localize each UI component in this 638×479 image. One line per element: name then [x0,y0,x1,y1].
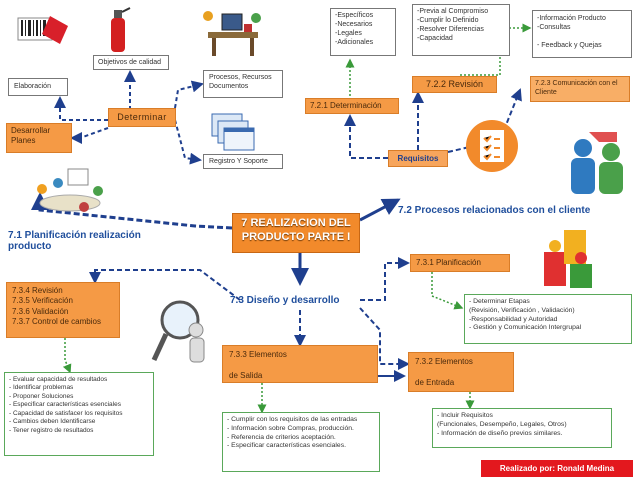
objetivos-label: Objetivos de calidad [98,59,162,66]
revision-722-label: 7.2.2 Revisión [425,79,484,89]
salida-items: - Cumplir con los requisitos de las entr… [227,416,358,450]
revision-items-box: -Previa al Compromiso -Cumplir lo Defini… [412,4,510,56]
comunicacion-items-box: -Información Producto -Consultas - Feedb… [532,10,632,58]
elaboracion-box: Elaboración [8,78,68,96]
magnifier-person-icon [151,300,205,363]
revision-control-box: 7.3.4 Revisión 7.3.5 Verificación 7.3.6 … [6,282,120,338]
registro-soporte-label: Registro Y Soporte [209,158,268,165]
green-link-revision-evaluar [62,338,72,374]
comunicacion-723-box: 7.2.3 Comunicación con el Cliente [530,76,630,102]
determinar-box: Determinar [108,108,176,127]
comunicacion-items: -Información Producto -Consultas - Feedb… [537,15,606,50]
desarrollar-planes-box: Desarrollar Planes [6,123,72,153]
heading-diseno: 7.3 Diseño y desarrollo [230,295,340,306]
revision-items: -Previa al Compromiso -Cumplir lo Defini… [417,8,489,43]
connector-determinar-to-registro [174,119,202,165]
evaluar-items-box: - Evaluar capacidad de resultados - Iden… [4,372,154,456]
determinar-label: Determinar [117,112,167,122]
entrada-items-box: - Incluir Requisitos (Funcionales, Desem… [432,408,612,448]
fire-extinguisher-icon [111,7,131,52]
heading-planificacion: 7.1 Planificación realización producto [8,230,141,252]
entrada-items: - Incluir Requisitos (Funcionales, Desem… [437,412,567,437]
procesos-recursos-box: Procesos, Recursos Documentos [203,70,283,98]
green-link-planif-etapas [431,272,464,310]
procesos-recursos-label: Procesos, Recursos Documentos [209,74,272,91]
salida-733-box: 7.3.3 Elementos de Salida [222,345,378,383]
office-desk-icon [203,11,261,56]
center-title: 7 REALIZACION DEL PRODUCTO PARTE I [232,213,360,253]
customers-talk-icon [571,132,623,194]
planificacion-731-box: 7.3.1 Planificación [410,254,510,272]
meeting-people-icon [37,168,103,212]
etapas-items-box: - Determinar Etapas (Revisión, Verificac… [464,294,632,344]
entrada-732-box: 7.3.2 Elementos de Entrada [408,352,514,392]
heading-procesos-cliente: 7.2 Procesos relacionados con el cliente [398,205,591,216]
comunicacion-723-label: 7.2.3 Comunicación con el Cliente [535,80,618,97]
determinacion-items: -Específicos -Necesarios -Legales -Adici… [335,12,374,47]
determinacion-items-box: -Específicos -Necesarios -Legales -Adici… [330,8,396,56]
connector-diseno-to-planificacion [360,257,410,301]
revision-722-box: 7.2.2 Revisión [412,76,497,93]
salida-733-label: 7.3.3 Elementos de Salida [229,350,287,380]
windows-stack-icon [211,113,255,151]
desarrollar-planes-label: Desarrollar Planes [11,126,51,146]
revision-control-list: 7.3.4 Revisión 7.3.5 Verificación 7.3.6 … [12,286,101,327]
puzzle-people-icon [544,230,592,288]
connector-determinar-to-desarrollar [70,127,109,144]
connector-diseno-to-revision [89,269,241,301]
green-link-rev-items [460,23,532,76]
checklist-clipboard-icon [466,120,518,172]
connector-requisitos-to-determinacion [344,114,388,159]
evaluar-items: - Evaluar capacidad de resultados - Iden… [9,376,123,434]
determinacion-721-label: 7.2.1 Determinación [310,101,382,110]
connector-determinar-to-procesos [174,80,204,109]
connector-requisitos-to-comunicacion [447,88,522,153]
barcode-icon [17,16,68,44]
entrada-732-label: 7.3.2 Elementos de Entrada [415,357,473,387]
connector-determinar-to-elaboracion [54,96,108,121]
etapas-items: - Determinar Etapas (Revisión, Verificac… [469,298,582,332]
registro-soporte-box: Registro Y Soporte [203,154,283,169]
objetivos-box: Objetivos de calidad [93,55,169,70]
requisitos-box: Requisitos [388,150,448,167]
planificacion-731-label: 7.3.1 Planificación [416,258,481,267]
requisitos-label: Requisitos [397,154,439,163]
determinacion-721-box: 7.2.1 Determinación [305,98,399,114]
credit-badge: Realizado por: Ronald Medina [481,460,633,477]
connector-center-to-procesos [359,198,401,222]
elaboracion-label: Elaboración [14,83,51,90]
salida-items-box: - Cumplir con los requisitos de las entr… [222,412,380,472]
